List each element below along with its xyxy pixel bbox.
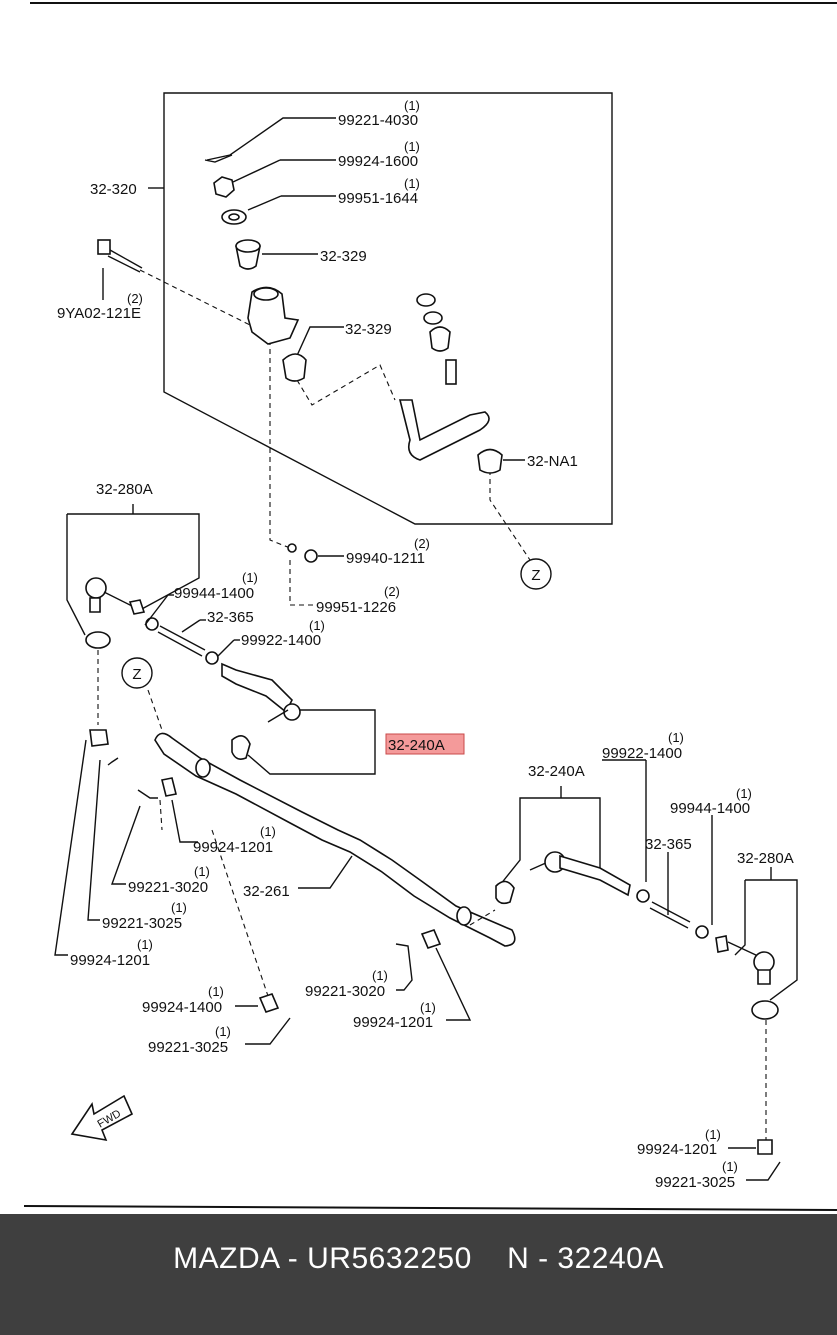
callout-99924-1201-c: 99924-1201 [353,1014,433,1031]
cotter-pin-icon [204,154,233,163]
callout-99221-3025-a: 99221-3025 [102,915,182,932]
nut-99940-icon [304,549,318,563]
callout-99221-3025-b: 99221-3025 [148,1039,228,1056]
nut-99924-1201-d-icon [757,1139,773,1155]
seal-ring-icon [416,293,457,385]
callout-99924-1201-b: 99924-1201 [193,839,273,856]
callout-99924-1400-bottom: 99924-1400 [142,999,222,1016]
qty-99924-1600: (1) [404,139,420,154]
washer-99951-icon [287,543,297,553]
part-info-footer: MAZDA - UR5632250 N - 32240A [0,1214,837,1335]
callout-99924-1201-a: 99924-1201 [70,952,150,969]
boot-left-icon [85,631,111,649]
reference-mark-z-left: Z [121,657,153,689]
callout-32-329-a: 32-329 [320,248,367,265]
highlight-box-32-240a [385,733,465,755]
lock-nut-right-icon [636,889,650,903]
callout-32-240a-highlight: 32-240A [388,737,445,754]
callout-99944-1400-left: 99944-1400 [174,585,254,602]
qty-99924-1400-bottom: (1) [208,984,224,999]
adjusting-tube-right-icon [649,901,691,929]
nut-99924-1201-c-icon [420,929,442,949]
forward-direction-arrow: FWD [70,1094,134,1142]
callout-32-280a-right: 32-280A [737,850,794,867]
bushing-icon [235,239,261,270]
idler-bracket-icon [247,286,300,345]
center-link-icon [154,732,516,947]
bottom-rule [23,1205,837,1211]
callout-99221-4030: 99221-4030 [338,112,418,129]
idler-arm-icon [398,399,490,461]
callout-99221-3020-a: 99221-3020 [128,879,208,896]
washer-icon [221,209,247,225]
callout-99922-1400-left: 99922-1400 [241,632,321,649]
qty-99221-3025-b: (1) [215,1024,231,1039]
tie-rod-inner-right-icon [495,851,631,905]
qty-99922-1400-right: (1) [668,730,684,745]
qty-99221-3020-a: (1) [194,864,210,879]
callout-99924-1600: 99924-1600 [338,153,418,170]
qty-99221-3020-b: (1) [372,968,388,983]
qty-99924-1201-c: (1) [420,1000,436,1015]
qty-99944-1400-left: (1) [242,570,258,585]
qty-99221-3025-c: (1) [722,1159,738,1174]
callout-99922-1400-right: 99922-1400 [602,745,682,762]
callout-99951-1644: 99951-1644 [338,190,418,207]
qty-99221-4030: (1) [404,98,420,113]
qty-99924-1201-b: (1) [260,824,276,839]
qty-99924-1201-a: (1) [137,937,153,952]
callout-99951-1226: 99951-1226 [316,599,396,616]
idler-arm-assembly-frame [163,92,613,525]
nut-99924-1201-b-icon [161,777,177,797]
qty-99951-1226: (2) [384,584,400,599]
callout-99221-3020-b: 99221-3020 [305,983,385,1000]
callout-32-365-right: 32-365 [645,836,692,853]
lock-nut-left-icon [205,651,219,665]
boot-right-icon [751,1000,779,1020]
qty-99221-3025-a: (1) [171,900,187,915]
qty-99924-1201-d: (1) [705,1127,721,1142]
nut-99924-1400-bottom-icon [258,993,280,1013]
reference-mark-z-top-label: Z [531,567,540,584]
callout-99944-1400-right: 99944-1400 [670,800,750,817]
qty-99951-1644: (1) [404,176,420,191]
adjusting-nut-left-icon [128,599,159,631]
callout-32-261: 32-261 [243,883,290,900]
parts-diagram: Z Z [23,2,837,1211]
tie-rod-inner-left-icon [221,662,301,760]
part-number-caption: MAZDA - UR5632250 N - 32240A [173,1242,664,1275]
callout-32-240a-right: 32-240A [528,763,585,780]
callout-99924-1201-d: 99924-1201 [637,1141,717,1158]
callout-9ya02-121e: 9YA02-121E [57,305,141,322]
adjusting-nut-right-icon [695,925,709,939]
callout-32-365-left: 32-365 [207,609,254,626]
qty-99940-1211: (2) [414,536,430,551]
bolt-icon [97,239,143,273]
callout-32-na1: 32-NA1 [527,453,578,470]
adjusting-tube-left-icon [157,625,206,657]
tie-rod-end-left-icon [85,577,133,613]
bushing-lower-icon [282,353,307,382]
callout-99221-3025-c: 99221-3025 [655,1174,735,1191]
callout-32-320: 32-320 [90,181,137,198]
qty-99922-1400-left: (1) [309,618,325,633]
reference-mark-z-left-label: Z [132,666,141,683]
tie-rod-end-right-icon [715,935,775,985]
callout-32-329-b: 32-329 [345,321,392,338]
callout-99940-1211: 99940-1211 [346,550,425,567]
nut-99924-left-icon [89,729,109,747]
callout-32-280a-left: 32-280A [96,481,153,498]
qty-9ya02-121e: (2) [127,291,143,306]
castle-nut-icon [213,176,235,198]
bushing-na1-icon [477,448,503,474]
qty-99944-1400-right: (1) [736,786,752,801]
reference-mark-z-top: Z [520,558,552,590]
